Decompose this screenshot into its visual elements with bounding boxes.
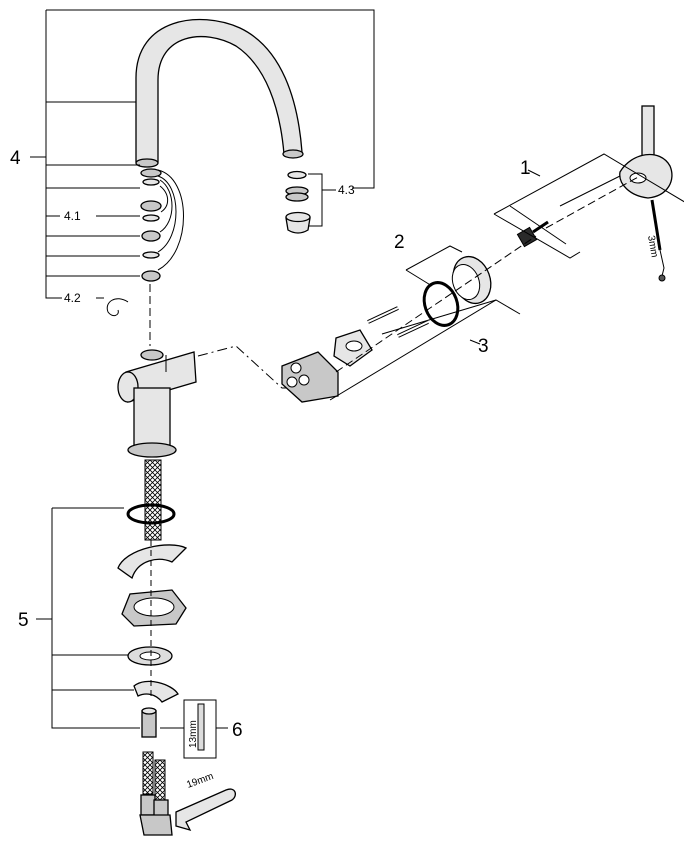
label-6: 6: [232, 720, 243, 741]
lever-handle: [619, 105, 673, 199]
lock-plate: [133, 680, 179, 703]
cartridge-nut: [333, 329, 373, 367]
dim-spanner: 13mm: [188, 720, 199, 748]
hex-key: [650, 199, 666, 282]
cover-cap: [451, 255, 492, 305]
label-4-1: 4.1: [64, 209, 81, 223]
cartridge-o-ring: [422, 281, 460, 327]
dim-hex-key: 3mm: [645, 235, 660, 259]
spout-small-parts: [140, 168, 184, 282]
cartridge-link: [197, 345, 296, 389]
bracket-4: [30, 9, 375, 299]
cartridge: [281, 351, 339, 403]
label-5: 5: [18, 610, 29, 631]
bracket-3: [329, 175, 641, 401]
label-3: 3: [478, 336, 489, 357]
supply-hose: [144, 459, 162, 541]
spanner-tool: [160, 699, 228, 759]
hose-ends: [139, 751, 173, 836]
clip-part: [106, 298, 129, 317]
bracket-5: [36, 507, 140, 729]
label-1: 1: [520, 158, 531, 179]
screws: [367, 306, 429, 338]
wrench-tool: [175, 788, 237, 832]
bracket-2: [405, 245, 463, 287]
base-plate: [121, 589, 187, 627]
dim-wrench: 19mm: [185, 771, 215, 791]
tap-body: [117, 349, 197, 458]
aerator-parts: [285, 170, 311, 234]
threaded-nut: [141, 707, 157, 738]
label-4-2: 4.2: [64, 291, 81, 305]
label-2: 2: [394, 232, 405, 253]
label-4: 4: [10, 148, 21, 169]
o-ring-part: [126, 503, 176, 525]
crescent-washer: [117, 544, 188, 580]
bracket-1: [493, 153, 684, 259]
label-4-3: 4.3: [338, 183, 355, 197]
spout: [135, 18, 304, 168]
